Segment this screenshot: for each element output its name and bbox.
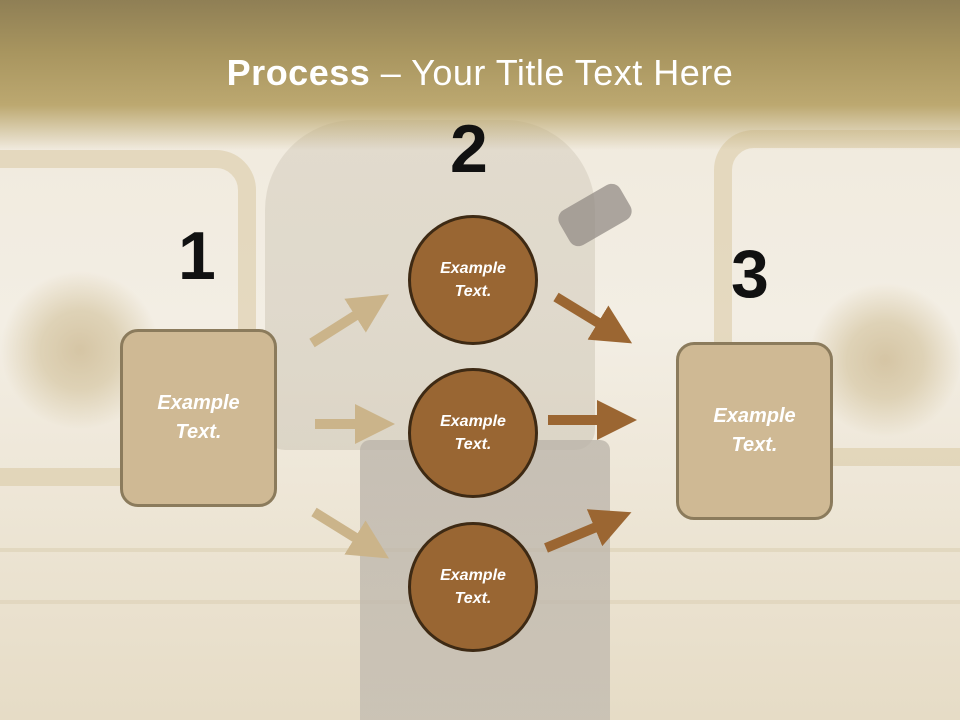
ornament-right: [810, 280, 960, 440]
arrow-1-to-top: [309, 294, 389, 348]
step-2-circle-bottom: Example Text.: [408, 522, 538, 652]
step-1-box: Example Text.: [120, 329, 277, 507]
step-1-box-text: Example Text.: [157, 392, 240, 443]
arrow-bottom-to-3: [544, 509, 632, 553]
step-number-3: 3: [731, 236, 769, 312]
step-number-2: 2: [450, 111, 488, 187]
arrow-1-to-bottom: [311, 507, 389, 559]
circle-top-text: Example Text.: [440, 259, 506, 300]
slide-title: Process – Your Title Text Here: [0, 52, 960, 94]
step-2-circle-middle: Example Text.: [408, 368, 538, 498]
arrow-top-to-3: [553, 292, 633, 344]
step-2-circle-top: Example Text.: [408, 215, 538, 345]
step-3-box-text: Example Text.: [713, 405, 796, 456]
title-strong: Process: [226, 52, 371, 93]
circle-middle-text: Example Text.: [440, 412, 506, 453]
step-3-box: Example Text.: [676, 342, 833, 520]
title-band: [0, 0, 960, 150]
step-number-1: 1: [178, 218, 216, 294]
circle-bottom-text: Example Text.: [440, 566, 506, 607]
title-rest: – Your Title Text Here: [370, 52, 734, 93]
